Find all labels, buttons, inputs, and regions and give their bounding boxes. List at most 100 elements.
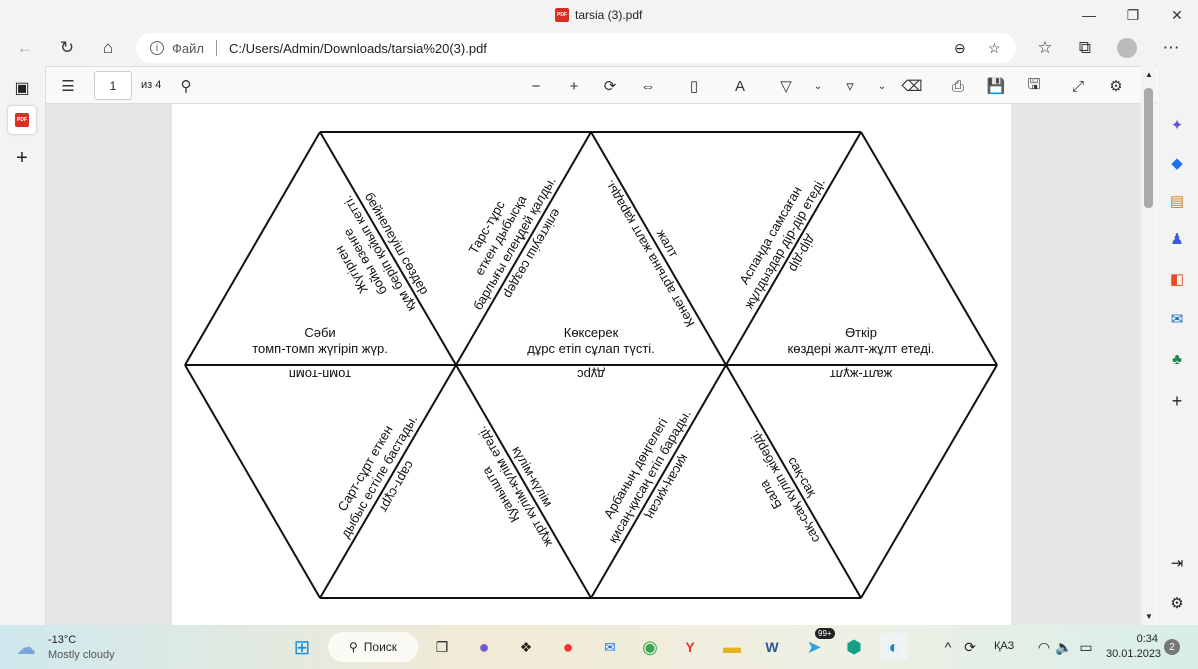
- dropbox-icon[interactable]: ❖: [519, 638, 533, 655]
- scrollbar[interactable]: ▲ ▼: [1141, 66, 1156, 625]
- battery-icon[interactable]: ▭: [1079, 638, 1093, 655]
- file-explorer-icon[interactable]: ▬: [723, 636, 741, 657]
- copilot-icon[interactable]: ✦: [1170, 117, 1184, 134]
- tarsia-edge-line: [455, 364, 592, 599]
- tab-actions-icon[interactable]: ▣: [14, 80, 30, 97]
- zoom-out-button[interactable]: −: [531, 77, 541, 95]
- tarsia-question-line: Сәби: [304, 325, 335, 340]
- settings-icon[interactable]: ⚙: [1109, 78, 1123, 95]
- sidebar-settings-icon[interactable]: ⚙: [1170, 595, 1184, 612]
- read-aloud-button[interactable]: A: [734, 77, 745, 95]
- tree-icon[interactable]: ♣: [1172, 350, 1182, 368]
- telegram-icon[interactable]: ➤: [806, 636, 822, 657]
- show-hidden-icons-chevron-icon[interactable]: ^: [944, 639, 952, 655]
- tab-pdf[interactable]: PDF: [8, 106, 36, 134]
- search-icon[interactable]: ⚲: [180, 78, 192, 95]
- hide-sidebar-icon[interactable]: ⇥: [1170, 555, 1184, 572]
- maximize-button[interactable]: ❐: [1126, 6, 1140, 23]
- back-button[interactable]: ←: [16, 38, 34, 57]
- draw-button[interactable]: ▽: [780, 78, 792, 95]
- yandex-icon[interactable]: ●: [562, 636, 574, 657]
- zoom-in-button[interactable]: +: [569, 77, 579, 95]
- vertical-tabs-bar: ▣ PDF +: [0, 66, 44, 625]
- tarsia-edge-line: [319, 131, 457, 366]
- weather-cloud-icon: ☁: [16, 637, 36, 659]
- rotate-button[interactable]: ⟳: [603, 78, 617, 95]
- title-bar: PDF tarsia (3).pdf — ❐ ✕: [0, 0, 1198, 30]
- url-text[interactable]: C:/Users/Admin/Downloads/tarsia%20(3).pd…: [228, 40, 487, 56]
- date: 30.01.2023: [1106, 648, 1162, 660]
- eraser-button[interactable]: ⌫: [901, 78, 923, 95]
- home-button[interactable]: ⌂: [102, 38, 114, 57]
- chat-icon[interactable]: ●: [478, 636, 490, 657]
- collections-button[interactable]: ⧉: [1078, 38, 1092, 57]
- fullscreen-button[interactable]: ⤢: [1071, 77, 1084, 95]
- minimize-button[interactable]: —: [1082, 7, 1096, 23]
- favorites-button[interactable]: ☆: [1037, 38, 1053, 57]
- profile-avatar[interactable]: [1114, 36, 1140, 60]
- scheme-label: Файл: [172, 40, 204, 56]
- language-indicator[interactable]: ҚАЗ: [994, 640, 1015, 652]
- save-button[interactable]: 💾: [986, 78, 1006, 95]
- pdf-icon: PDF: [15, 113, 29, 127]
- tarsia-answer: жалт-жұлт: [830, 367, 893, 382]
- favorite-add-icon[interactable]: ☆: [988, 39, 1001, 56]
- save-as-button[interactable]: 🖫: [1027, 75, 1041, 93]
- sync-icon[interactable]: ⟳: [964, 638, 976, 655]
- highlight-options-chevron-icon[interactable]: ⌄: [877, 80, 887, 92]
- info-icon[interactable]: i: [150, 41, 164, 55]
- office-icon[interactable]: ◧: [1169, 271, 1185, 288]
- tarsia-edge-line: [184, 364, 321, 599]
- time: 0:34: [1136, 633, 1158, 645]
- edge-icon[interactable]: ◐: [880, 633, 908, 661]
- tarsia-question-line: көздері жалт-жұлт етеді.: [788, 341, 935, 356]
- tarsia-question-line: томп-томп жүгіріп жүр.: [252, 341, 388, 356]
- window-title-text: tarsia (3).pdf: [575, 8, 643, 22]
- highlight-button[interactable]: ▿: [846, 78, 854, 95]
- add-sidebar-app-button[interactable]: +: [1171, 390, 1183, 411]
- print-button[interactable]: ⎙: [951, 77, 964, 95]
- new-tab-button[interactable]: +: [16, 146, 28, 169]
- page-number-input[interactable]: 1: [94, 71, 132, 100]
- window-title: PDF tarsia (3).pdf: [555, 8, 642, 22]
- volume-icon[interactable]: 🔈: [1055, 638, 1073, 655]
- more-menu-button[interactable]: ⋯: [1162, 38, 1180, 57]
- chrome-icon[interactable]: ◉: [642, 636, 658, 657]
- yandex-browser-icon[interactable]: Y: [685, 639, 695, 655]
- contents-icon[interactable]: ☰: [61, 78, 75, 95]
- shopping-tag-icon[interactable]: ◆: [1171, 155, 1183, 172]
- draw-options-chevron-icon[interactable]: ⌄: [813, 80, 823, 92]
- scroll-down-icon[interactable]: ▼: [1145, 612, 1153, 621]
- edge-sidebar: ✦ ◆ ▤ ♟ ◧ ✉ ♣ + ⇥ ⚙: [1158, 66, 1198, 625]
- refresh-button[interactable]: ↻: [59, 38, 75, 57]
- page-count: из 4: [141, 79, 162, 91]
- weather-widget[interactable]: -13°C Mostly cloudy: [48, 633, 115, 663]
- task-view-icon[interactable]: ❐: [435, 638, 449, 655]
- fit-width-button[interactable]: ⇔: [640, 77, 656, 95]
- scroll-up-icon[interactable]: ▲: [1145, 70, 1153, 79]
- word-icon[interactable]: W: [765, 639, 779, 655]
- address-bar[interactable]: i Файл C:/Users/Admin/Downloads/tarsia%2…: [136, 33, 1016, 63]
- page-view-button[interactable]: ▯: [689, 78, 699, 95]
- clock[interactable]: 0:34 30.01.2023: [1106, 632, 1162, 662]
- kaspersky-icon[interactable]: ⬢: [846, 636, 862, 657]
- close-button[interactable]: ✕: [1171, 6, 1183, 23]
- tools-icon[interactable]: ▤: [1169, 193, 1185, 210]
- tarsia-edge-line: [455, 131, 592, 366]
- tarsia-edge-line: [725, 131, 862, 366]
- wifi-icon[interactable]: ◠: [1037, 638, 1051, 655]
- mail-icon[interactable]: ✉: [604, 638, 616, 655]
- pdf-icon: PDF: [555, 8, 569, 22]
- scrollbar-thumb[interactable]: [1144, 88, 1153, 208]
- tarsia-edge-line: [590, 364, 727, 599]
- outlook-icon[interactable]: ✉: [1170, 311, 1184, 328]
- taskbar-search[interactable]: ⚲Поиск: [328, 632, 418, 662]
- games-icon[interactable]: ♟: [1170, 231, 1184, 248]
- tarsia-question-line: дұрс етіп сұлап түсті.: [527, 341, 655, 356]
- zoom-icon[interactable]: ⊖: [954, 39, 966, 56]
- start-button[interactable]: ⊞: [293, 636, 311, 659]
- notification-badge[interactable]: 2: [1164, 639, 1180, 655]
